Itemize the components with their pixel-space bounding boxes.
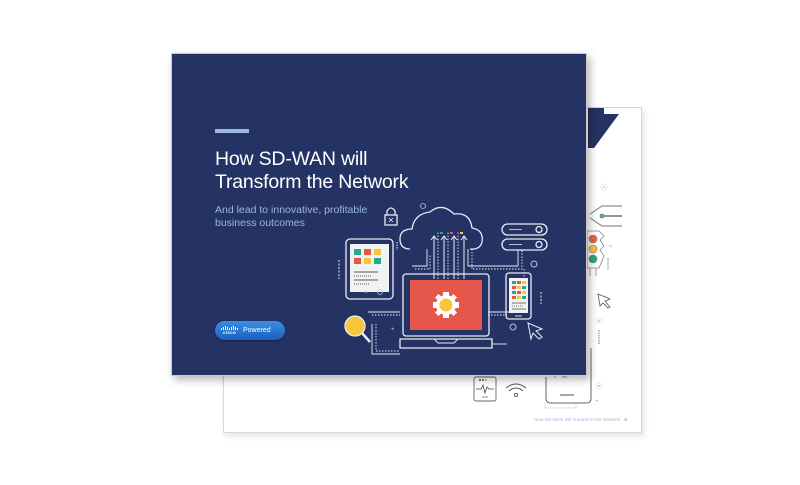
svg-text:×: ×	[364, 290, 368, 296]
wifi-icon	[505, 383, 527, 398]
page-number: 5	[624, 417, 627, 422]
back-page-footer: How SD-WAN will Transform the Network 5	[534, 417, 627, 422]
cover-subtitle: And lead to innovative, profitable busin…	[215, 204, 415, 229]
subtitle-line-2: business outcomes	[215, 216, 305, 229]
footer-title: How SD-WAN will Transform the Network	[534, 417, 621, 422]
phone-heartbeat-icon	[473, 376, 497, 402]
powered-label: Powered	[243, 327, 271, 334]
accent-bar	[215, 129, 249, 133]
title-line-2: Transform the Network	[215, 171, 409, 193]
cisco-logo-icon: cisco	[221, 326, 238, 335]
network-illustration: + ×	[338, 203, 548, 355]
cursor-icon	[527, 322, 544, 341]
gear-icon	[433, 292, 459, 318]
tablet-icon	[345, 238, 394, 300]
svg-text:×: ×	[609, 244, 612, 250]
server-icon	[501, 223, 548, 251]
laptop-icon	[399, 273, 493, 349]
subtitle-line-1: And lead to innovative, profitable	[215, 204, 368, 216]
ebook-cover: How SD-WAN will Transform the Network An…	[171, 53, 587, 376]
svg-text:+: +	[391, 327, 395, 333]
magnifier-icon	[344, 315, 371, 343]
lock-icon	[384, 207, 398, 226]
cisco-powered-badge: cisco Powered	[215, 321, 285, 340]
flag-corner-icon: × +	[473, 108, 622, 409]
cursor-icon	[597, 293, 612, 309]
cover-title: How SD-WAN will Transform the Network	[215, 148, 515, 194]
title-line-1: How SD-WAN will	[215, 148, 368, 170]
traffic-light-icon	[586, 230, 605, 276]
svg-text:+: +	[595, 399, 599, 405]
cloud-icon	[399, 206, 483, 250]
